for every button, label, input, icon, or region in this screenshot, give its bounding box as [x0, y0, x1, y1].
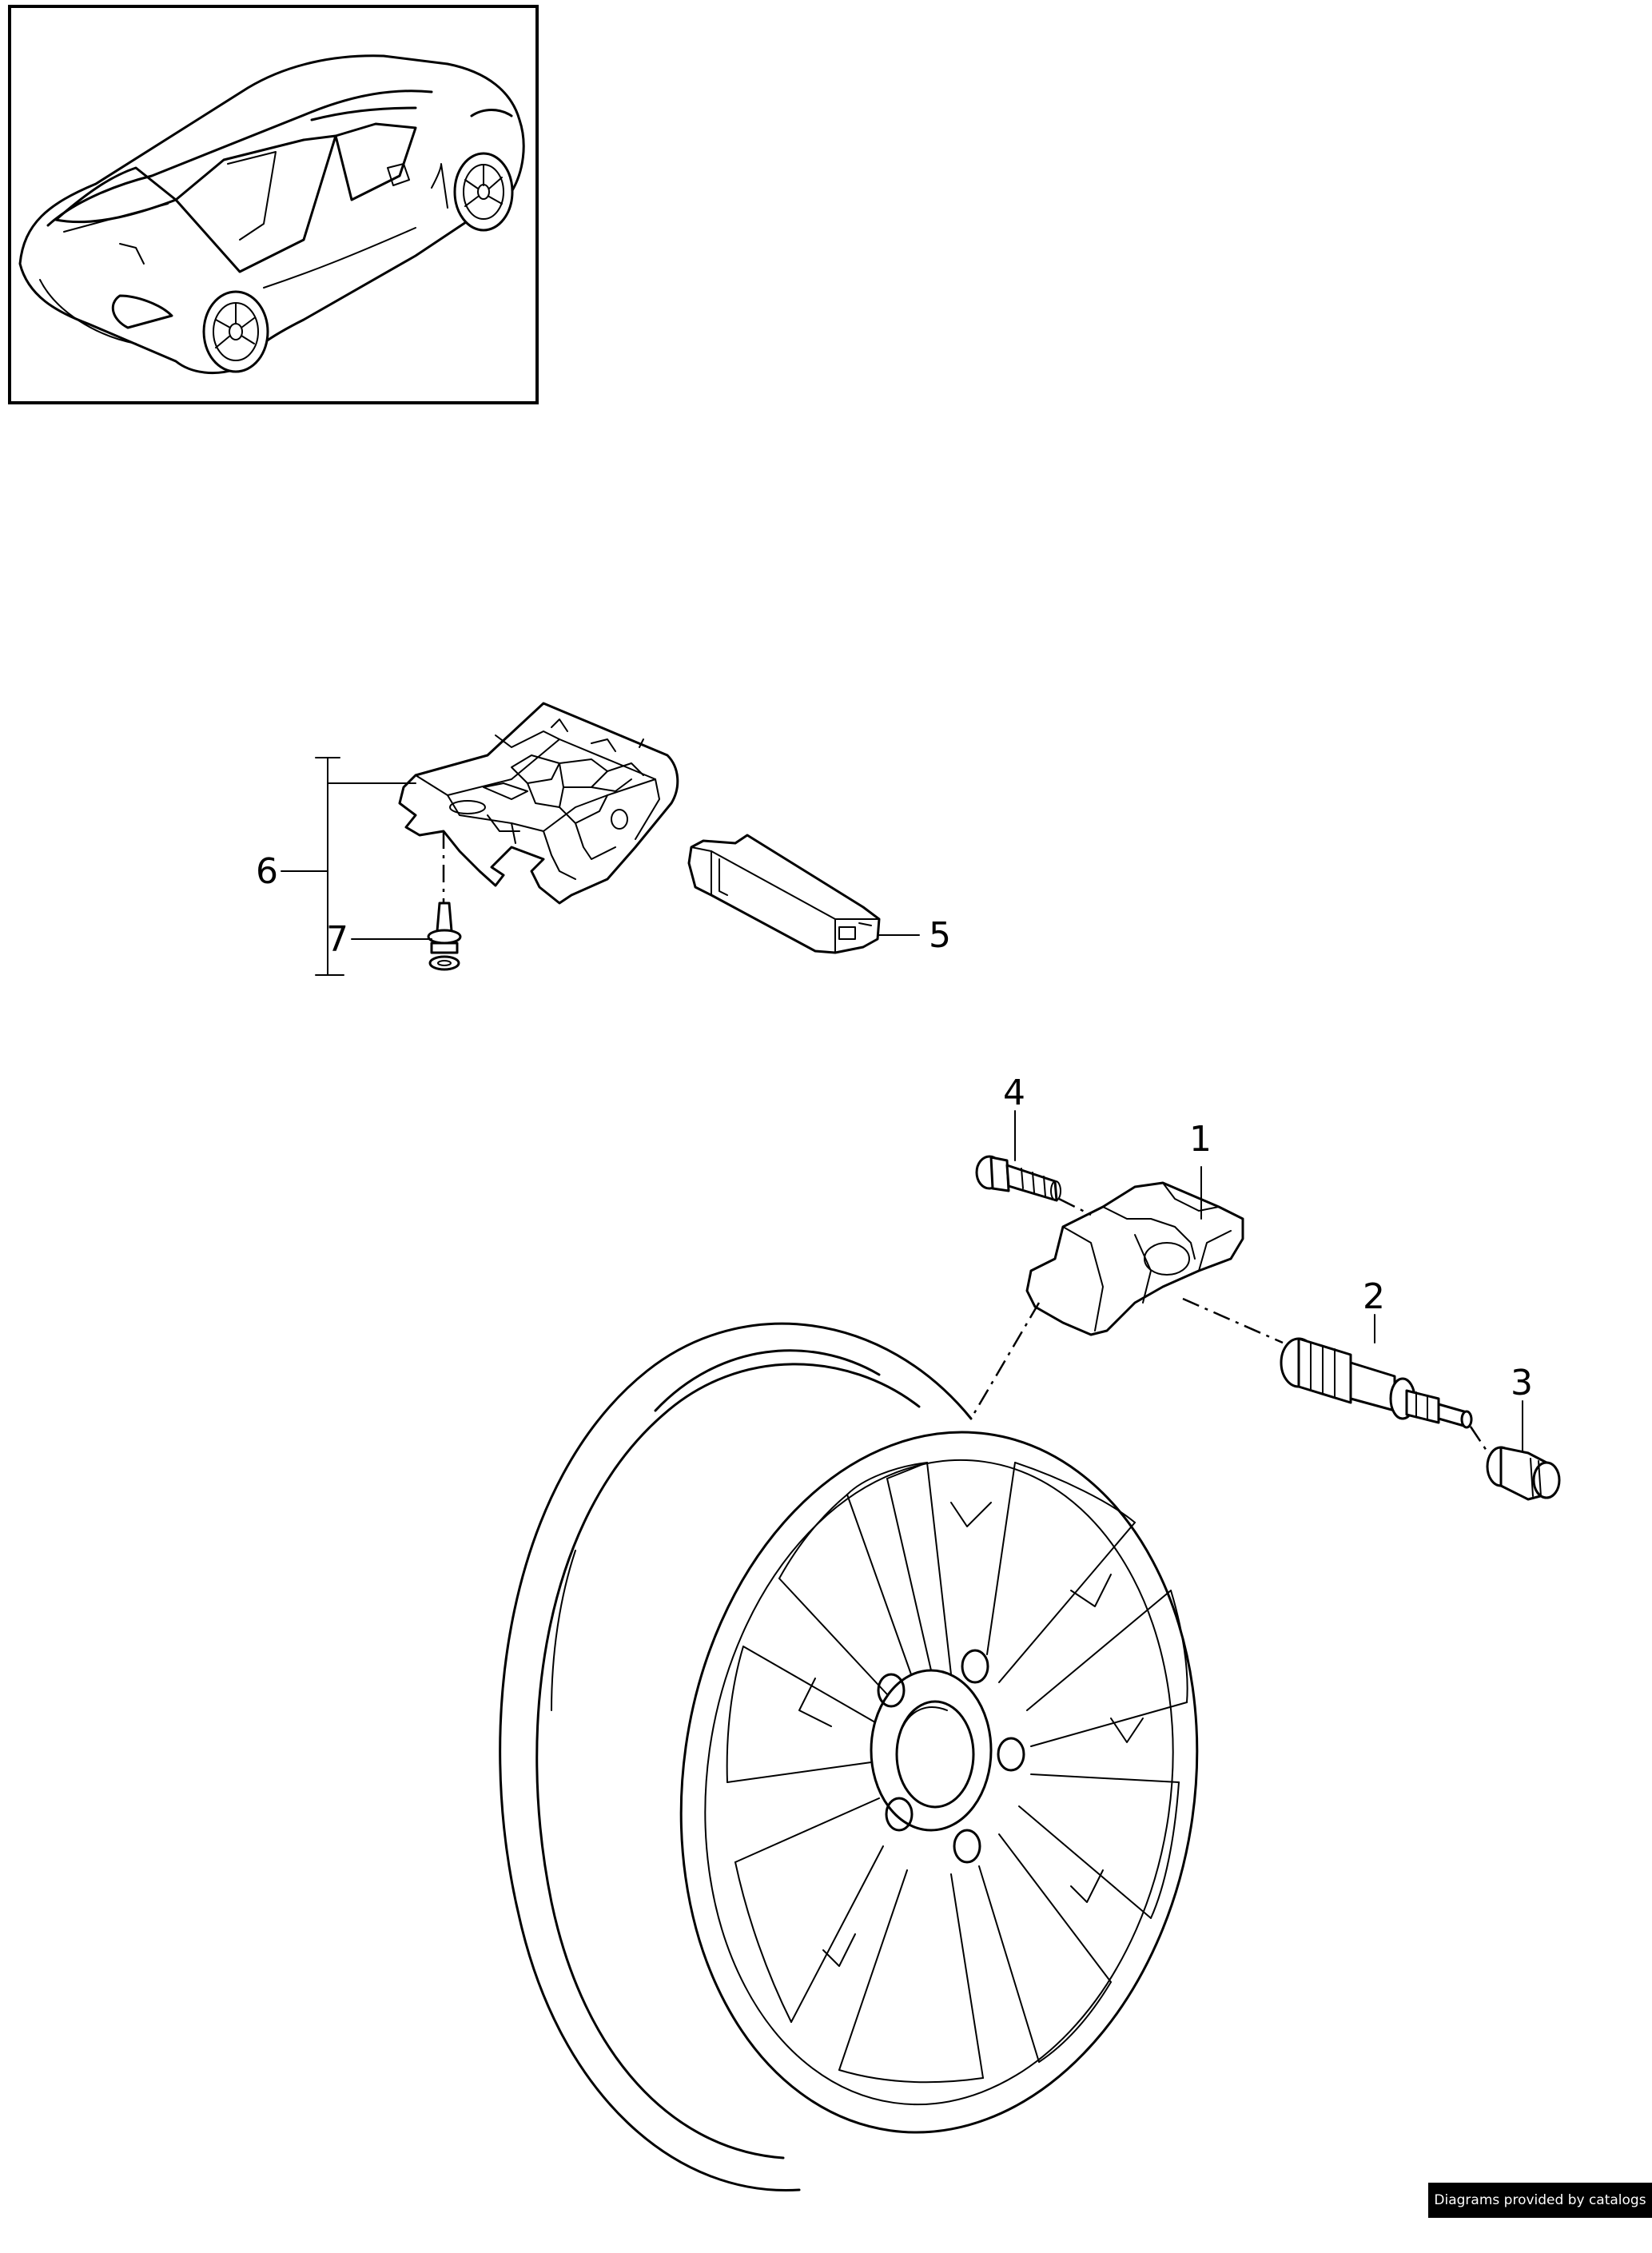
callout-7: 7 — [326, 919, 348, 960]
front-wheel-icon — [453, 152, 514, 232]
assembly-lines — [969, 1197, 1488, 1451]
valve-cap — [1486, 1446, 1561, 1501]
callout-6: 6 — [256, 851, 278, 892]
tpms-sensor — [1025, 1181, 1244, 1336]
wheel-spokes — [726, 1462, 1188, 2084]
sensor-screw — [975, 1155, 1061, 1202]
tire-valve — [1280, 1337, 1473, 1429]
tpms-control-unit — [687, 834, 881, 954]
car-outline — [18, 54, 525, 375]
callout-1: 1 — [1189, 1119, 1212, 1160]
rear-wheel-icon — [202, 290, 269, 373]
control-unit-bracket — [398, 702, 679, 905]
callout-5: 5 — [929, 915, 951, 956]
callout-4: 4 — [1003, 1073, 1025, 1113]
wheel-rim — [499, 1322, 1199, 2192]
leader-lines — [281, 757, 1523, 1451]
callout-labels: 1 2 3 4 5 6 7 — [256, 851, 1533, 1403]
diagram-credit: Diagrams provided by catalogs parts — [1428, 2183, 1652, 2243]
vehicle-thumbnail — [8, 5, 539, 404]
callout-3: 3 — [1511, 1363, 1533, 1403]
callout-2: 2 — [1363, 1276, 1385, 1317]
bracket-screw — [427, 831, 462, 971]
